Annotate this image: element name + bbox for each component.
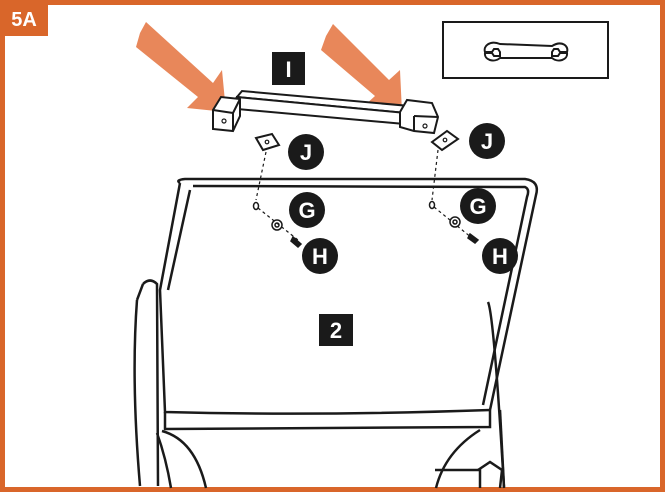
step-label: 5A <box>11 9 37 31</box>
handle-hole-left <box>221 118 227 124</box>
label-bracket-right: J <box>481 129 493 154</box>
grill-barrel <box>155 428 504 489</box>
label-screw-left: H <box>312 244 328 269</box>
handle-bar <box>212 89 440 135</box>
label-screw-right: H <box>492 244 508 269</box>
arrow-right <box>321 24 402 112</box>
label-handle: I <box>285 57 291 82</box>
label-washer-right: G <box>469 194 486 219</box>
bracket-right <box>430 129 460 152</box>
arrow-left <box>136 22 226 112</box>
label-screw-right-circle <box>482 238 518 274</box>
tool-box <box>442 21 609 79</box>
handle-hole-right <box>422 123 428 129</box>
label-bracket-left: J <box>300 140 312 165</box>
bracket-right-hole <box>442 137 448 143</box>
label-washer-left-circle <box>289 192 325 228</box>
fasteners-left <box>252 201 303 249</box>
fasteners-right <box>428 200 480 244</box>
label-washer-right-circle <box>460 188 496 224</box>
step-badge <box>0 0 48 36</box>
label-washer-left: G <box>298 198 315 223</box>
grill-lid <box>133 177 539 489</box>
label-screw-left-circle <box>302 238 338 274</box>
bracket-left <box>254 132 281 152</box>
wrench-icon <box>483 41 569 62</box>
guide-lines <box>255 149 473 241</box>
bracket-left-hole <box>264 139 270 145</box>
label-handle-box <box>272 52 305 85</box>
label-bracket-left-circle <box>288 134 324 170</box>
label-lid-box <box>319 314 353 346</box>
label-lid: 2 <box>330 318 342 343</box>
label-bracket-right-circle <box>469 123 505 159</box>
